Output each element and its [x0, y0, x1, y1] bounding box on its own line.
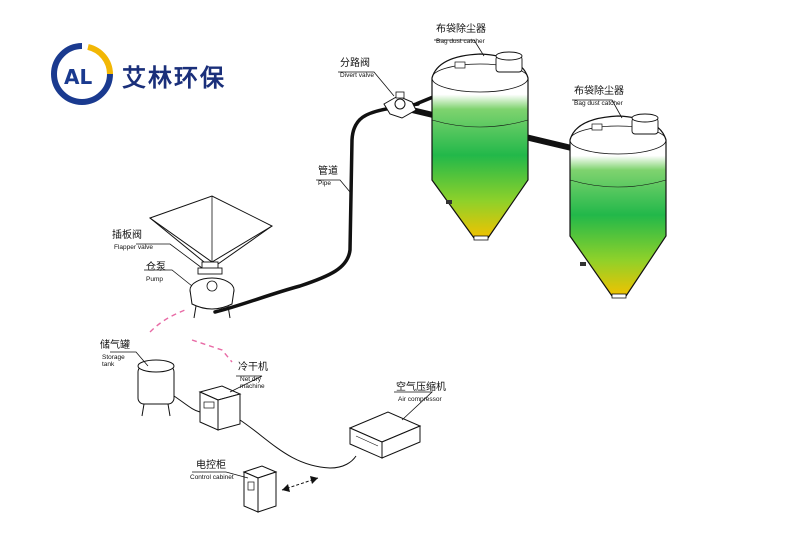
divert-valve [383, 91, 417, 119]
logo-mark-icon: AL [51, 43, 113, 105]
label-control-cabinet-en: Control cabinet [190, 474, 234, 481]
label-divert-valve-cn: 分路阀 [340, 58, 370, 69]
brand-name: 艾林环保 [122, 64, 226, 92]
line-dryer-compressor [239, 419, 357, 469]
bag-dust-catcher-2 [569, 113, 667, 299]
label-pipe-cn: 管道 [318, 166, 338, 177]
pipe-line [213, 102, 420, 314]
bag-dust-catcher-1 [431, 51, 529, 241]
label-pump-en: Pump [146, 276, 163, 283]
air-line-to-dryer [191, 339, 233, 363]
feed-hopper [148, 195, 274, 271]
signal-arrow [281, 476, 319, 492]
net-dry-machine [198, 385, 242, 431]
label-air-compressor-en: Air compressor [398, 396, 442, 403]
label-net-dry-machine-en: Net dry machine [240, 376, 265, 390]
control-cabinet [242, 465, 278, 513]
storage-tank [137, 359, 175, 417]
label-flapper-valve-cn: 插板阀 [112, 230, 142, 241]
label-bag-dust-catcher-1-en: Bag dust catcher [436, 38, 485, 45]
pump [189, 277, 235, 319]
label-pipe-en: Pipe [318, 180, 332, 187]
label-bag-dust-catcher-2-cn: 布袋除尘器 [574, 86, 624, 97]
line-tank-dryer [173, 395, 201, 413]
air-line-to-pump [149, 309, 186, 333]
flapper-valve [197, 267, 223, 275]
label-pump-cn: 仓泵 [146, 262, 166, 273]
label-bag-dust-catcher-2-en: Bag dust catcher [574, 100, 623, 107]
label-flapper-valve-en: Flapper valve [114, 244, 154, 251]
label-storage-tank-en: Storage tank [102, 354, 125, 368]
label-storage-tank-cn: 储气罐 [100, 340, 130, 351]
air-compressor [348, 411, 422, 459]
brand-logo: AL [42, 42, 262, 106]
label-air-compressor-cn: 空气压缩机 [396, 382, 446, 393]
label-control-cabinet-cn: 电控柜 [196, 460, 226, 471]
label-divert-valve-en: Divert valve [340, 72, 374, 79]
label-bag-dust-catcher-1-cn: 布袋除尘器 [436, 24, 486, 35]
leader-lines [110, 39, 623, 479]
label-net-dry-machine-cn: 冷干机 [238, 362, 268, 373]
logo-letters: AL [64, 65, 92, 89]
